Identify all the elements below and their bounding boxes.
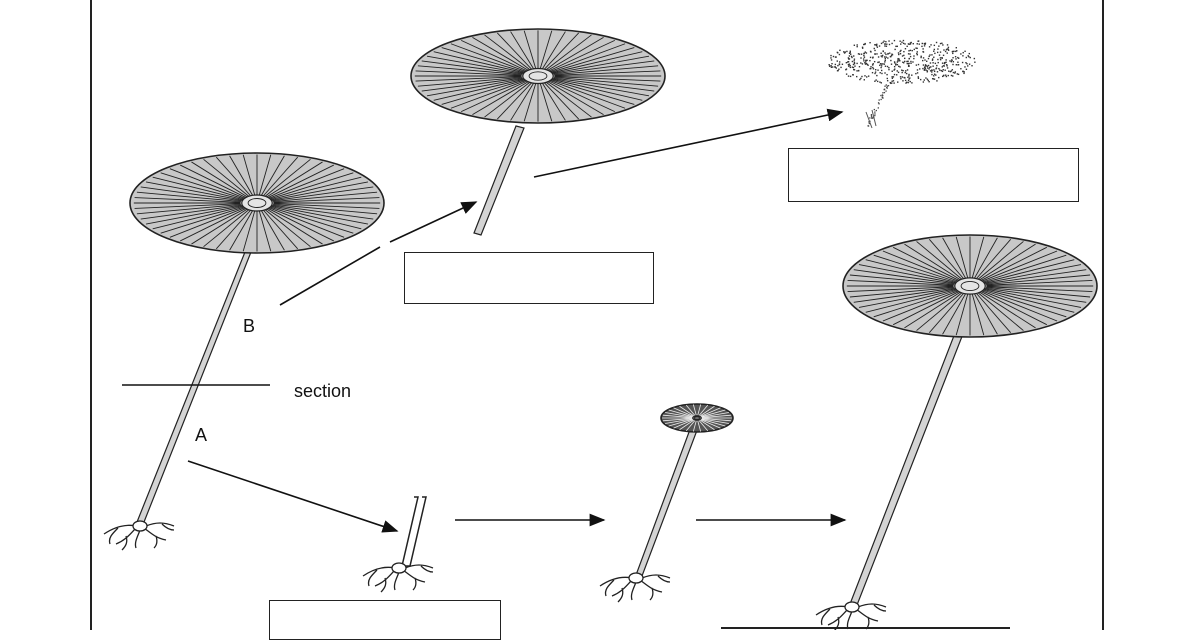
answer-box-degenerating[interactable] xyxy=(788,148,1079,202)
cap-rays xyxy=(846,236,1094,336)
degenerating-stalk-remnant xyxy=(865,109,877,129)
cap-center xyxy=(954,277,986,295)
stage-2-stalk xyxy=(635,423,700,577)
cap-center-ring xyxy=(694,416,700,420)
original-rhizoid xyxy=(103,520,175,551)
degenerating-fragment xyxy=(828,39,976,129)
fragment-a-stage-3 xyxy=(815,234,1098,632)
fragment-a-stalk-stump xyxy=(398,496,427,567)
cap-rays xyxy=(133,154,381,252)
original-stalk xyxy=(136,251,252,523)
degenerating-stalk-speckles xyxy=(867,84,890,127)
answer-box-fragment-b[interactable] xyxy=(404,252,654,304)
rhizoid-nucleus xyxy=(391,562,407,574)
answer-box-fragment-a[interactable] xyxy=(269,600,501,640)
cap-rays xyxy=(414,30,662,122)
cap-center-ring xyxy=(528,71,548,81)
fragment-b-cap xyxy=(410,28,666,124)
arrow-b-to-fragment xyxy=(279,246,381,306)
arrow-fragment-to-degenerating xyxy=(533,108,844,178)
cap-rays xyxy=(662,404,732,432)
fragment-b-stalk xyxy=(473,125,525,236)
cap-center-ring xyxy=(247,198,267,208)
stage-3-regenerated-cap xyxy=(842,234,1098,338)
stage-2-rhizoid xyxy=(599,572,671,603)
label-a: A xyxy=(195,425,208,445)
arrows xyxy=(187,108,847,533)
stage-3-stalk xyxy=(849,314,971,606)
original-cell xyxy=(103,152,385,551)
fragment-a-rhizoid xyxy=(362,562,434,593)
rhizoid-nucleus xyxy=(132,520,148,532)
rhizoid-nucleus xyxy=(628,572,644,584)
fragment-b-cell xyxy=(410,28,666,236)
stage-2-small-cap xyxy=(660,403,734,433)
label-b: B xyxy=(243,316,256,336)
rhizoid-branches xyxy=(103,522,175,551)
degenerating-cap-speckles xyxy=(828,39,976,85)
cap-center xyxy=(522,67,554,85)
fragment-a-stage-2 xyxy=(599,403,734,603)
fragment-a-stage-1 xyxy=(362,496,434,593)
cap-center xyxy=(241,194,273,212)
rhizoid-nucleus xyxy=(844,601,860,613)
arrow-a-to-stage-1 xyxy=(187,460,399,533)
cap-center-ring xyxy=(960,280,980,292)
arrow-b-to-fragment-head xyxy=(389,201,478,243)
original-cap xyxy=(129,152,385,254)
label-section: section xyxy=(294,381,352,401)
stage-3-rhizoid xyxy=(815,601,887,632)
